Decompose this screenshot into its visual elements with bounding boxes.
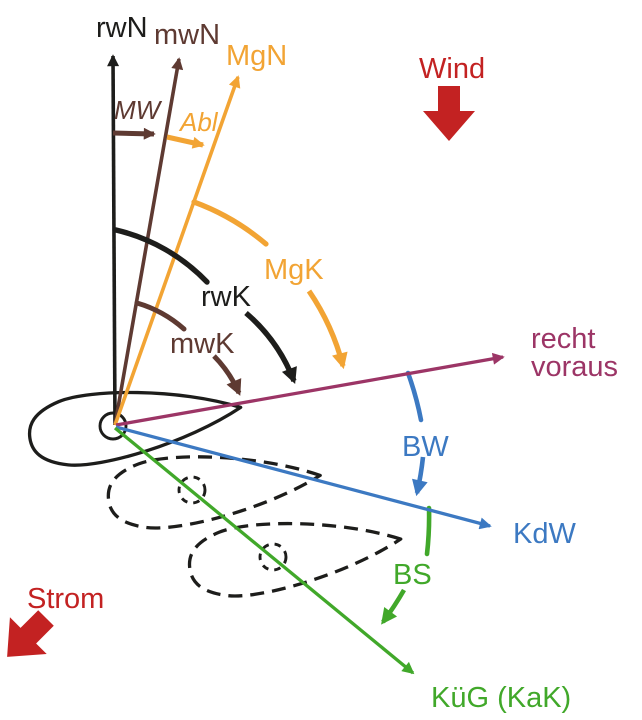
current-arc-2 <box>381 588 406 625</box>
boat-ghost-pivot-circle-2 <box>258 542 288 572</box>
course-over-ground-label: KüG (KaK) <box>431 682 571 714</box>
leeway-correction-label: BW <box>402 431 449 463</box>
true-north-axis <box>107 54 120 426</box>
variation-arrow <box>112 127 156 140</box>
boat-ghost-pivot-circle-1 <box>177 475 207 505</box>
compass-north-axis <box>113 75 241 426</box>
course-arcs <box>113 199 432 625</box>
course-through-water-label: KdW <box>513 518 576 550</box>
compass-course-arc-1 <box>191 199 269 247</box>
heading-line <box>115 352 505 427</box>
leeway-arc-1 <box>405 370 424 423</box>
magnetic-course-label: mwK <box>170 328 235 360</box>
boat-solid-pivot-circle <box>98 411 128 441</box>
correction-arrows <box>112 127 205 149</box>
true-north-label: rwN <box>96 12 148 44</box>
environment-arrows <box>7 86 475 657</box>
boat-ghost-hull-1 <box>106 455 322 530</box>
magnetic-course-arc-2 <box>212 354 242 396</box>
compass-north-label: MgN <box>226 40 287 72</box>
compass-course-arc-2 <box>306 289 348 370</box>
diagram-labels: rwN mwN MgN MW Abl Wind MgK rwK mwK rech… <box>27 12 618 714</box>
wind-arrow-icon <box>423 86 475 141</box>
current-correction-label: BS <box>393 559 432 591</box>
heading-label-line1: recht <box>531 323 595 355</box>
current-arrow-icon <box>7 610 54 657</box>
deviation-arrow <box>166 134 205 149</box>
leeway-arc-2 <box>412 456 428 497</box>
course-over-ground-line <box>113 426 415 675</box>
magnetic-north-label: mwN <box>154 19 220 51</box>
true-course-arc-2 <box>244 310 297 384</box>
current-arc-1 <box>424 505 432 557</box>
true-course-label: rwK <box>201 281 252 313</box>
compass-course-label: MgK <box>264 254 324 286</box>
course-through-water-line <box>115 425 492 530</box>
current-label: Strom <box>27 583 104 615</box>
boat-ghost-hull-2 <box>187 521 403 598</box>
magnetic-course-arc-1 <box>134 300 187 332</box>
variation-label: MW <box>114 95 163 125</box>
deviation-label: Abl <box>178 107 219 137</box>
true-course-arc-1 <box>113 227 210 285</box>
course-lines <box>113 352 505 675</box>
heading-label-line2: voraus <box>531 351 618 383</box>
wind-label: Wind <box>419 53 485 85</box>
